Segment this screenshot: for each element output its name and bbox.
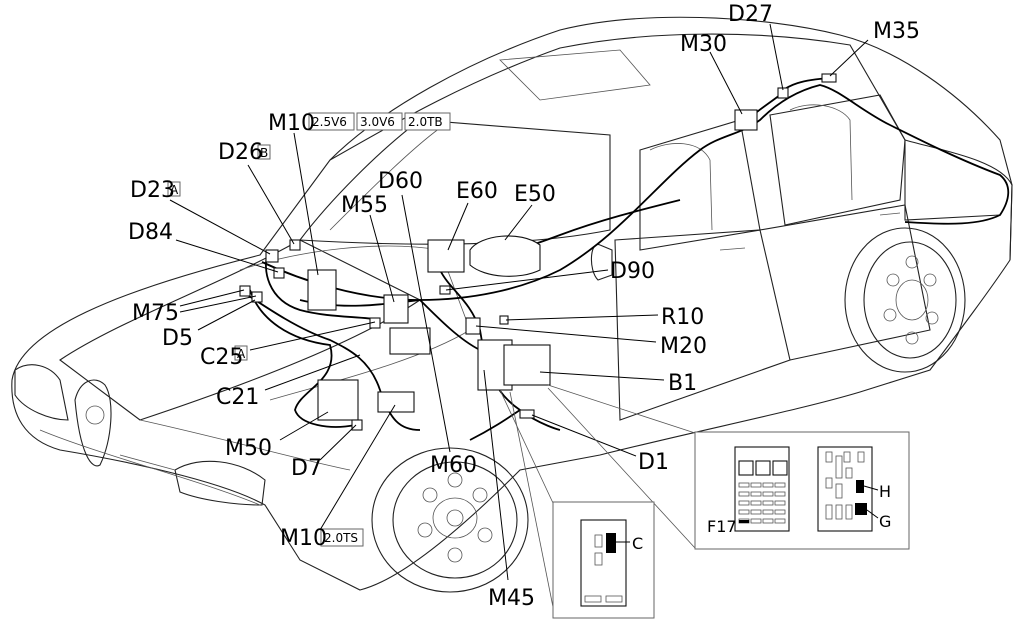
label-d23: D23 [130, 178, 175, 203]
m55-unit [383, 294, 409, 324]
label-m30: M30 [680, 32, 727, 57]
d7-unit [377, 391, 415, 413]
label-d26: D26 [218, 140, 263, 165]
label-b1: B1 [668, 371, 697, 396]
badge-2-5v6: 2.5V6 [312, 115, 347, 129]
leader-lines [169, 23, 869, 608]
inset-b1-fuse-box [694, 431, 910, 550]
label-m20: M20 [660, 334, 707, 359]
label-g: G [879, 512, 891, 531]
label-f17: F17 [707, 517, 737, 536]
label-d1: D1 [638, 450, 669, 475]
label-c21: C21 [216, 385, 259, 410]
label-m10-top: M10 [268, 111, 315, 136]
label-m75: M75 [132, 301, 179, 326]
label-c: C [632, 534, 643, 553]
label-e60: E60 [456, 179, 498, 204]
callout-labels: D27 M35 M30 M10 2.5V6 3.0V6 2.0TB D26 B … [128, 2, 920, 611]
e50-unit [469, 235, 541, 277]
label-d84: D84 [128, 220, 173, 245]
label-c25: C25 [200, 345, 243, 370]
badge-2-0ts: 2.0TS [324, 531, 358, 545]
inset-c-fuse-box [552, 501, 655, 619]
label-h: H [879, 482, 891, 501]
label-e50: E50 [514, 182, 556, 207]
m30-unit [734, 109, 758, 131]
label-r10: R10 [661, 305, 704, 330]
label-m55: M55 [341, 193, 388, 218]
engine-variant-badges [167, 112, 451, 547]
label-d90: D90 [610, 259, 655, 284]
label-m60: M60 [430, 453, 477, 478]
m50-unit [317, 379, 359, 421]
label-d27: D27 [728, 2, 773, 27]
label-d26-suffix: B [260, 146, 268, 160]
m60-unit [389, 327, 431, 355]
badge-3-0v6: 3.0V6 [360, 115, 395, 129]
label-m50: M50 [225, 436, 272, 461]
label-d23-suffix: A [170, 183, 179, 197]
m10-unit [307, 269, 337, 311]
label-m45: M45 [488, 586, 535, 611]
e60-unit [427, 239, 465, 273]
label-d5: D5 [162, 326, 193, 351]
label-c25-suffix: A [237, 347, 246, 361]
label-d7: D7 [291, 456, 322, 481]
m35-connector [821, 73, 837, 83]
components [239, 73, 837, 431]
label-m35: M35 [873, 19, 920, 44]
fusebox-b1 [503, 344, 551, 386]
badge-2-0tb: 2.0TB [408, 115, 443, 129]
label-d60: D60 [378, 169, 423, 194]
label-m10-bottom: M10 [280, 526, 327, 551]
